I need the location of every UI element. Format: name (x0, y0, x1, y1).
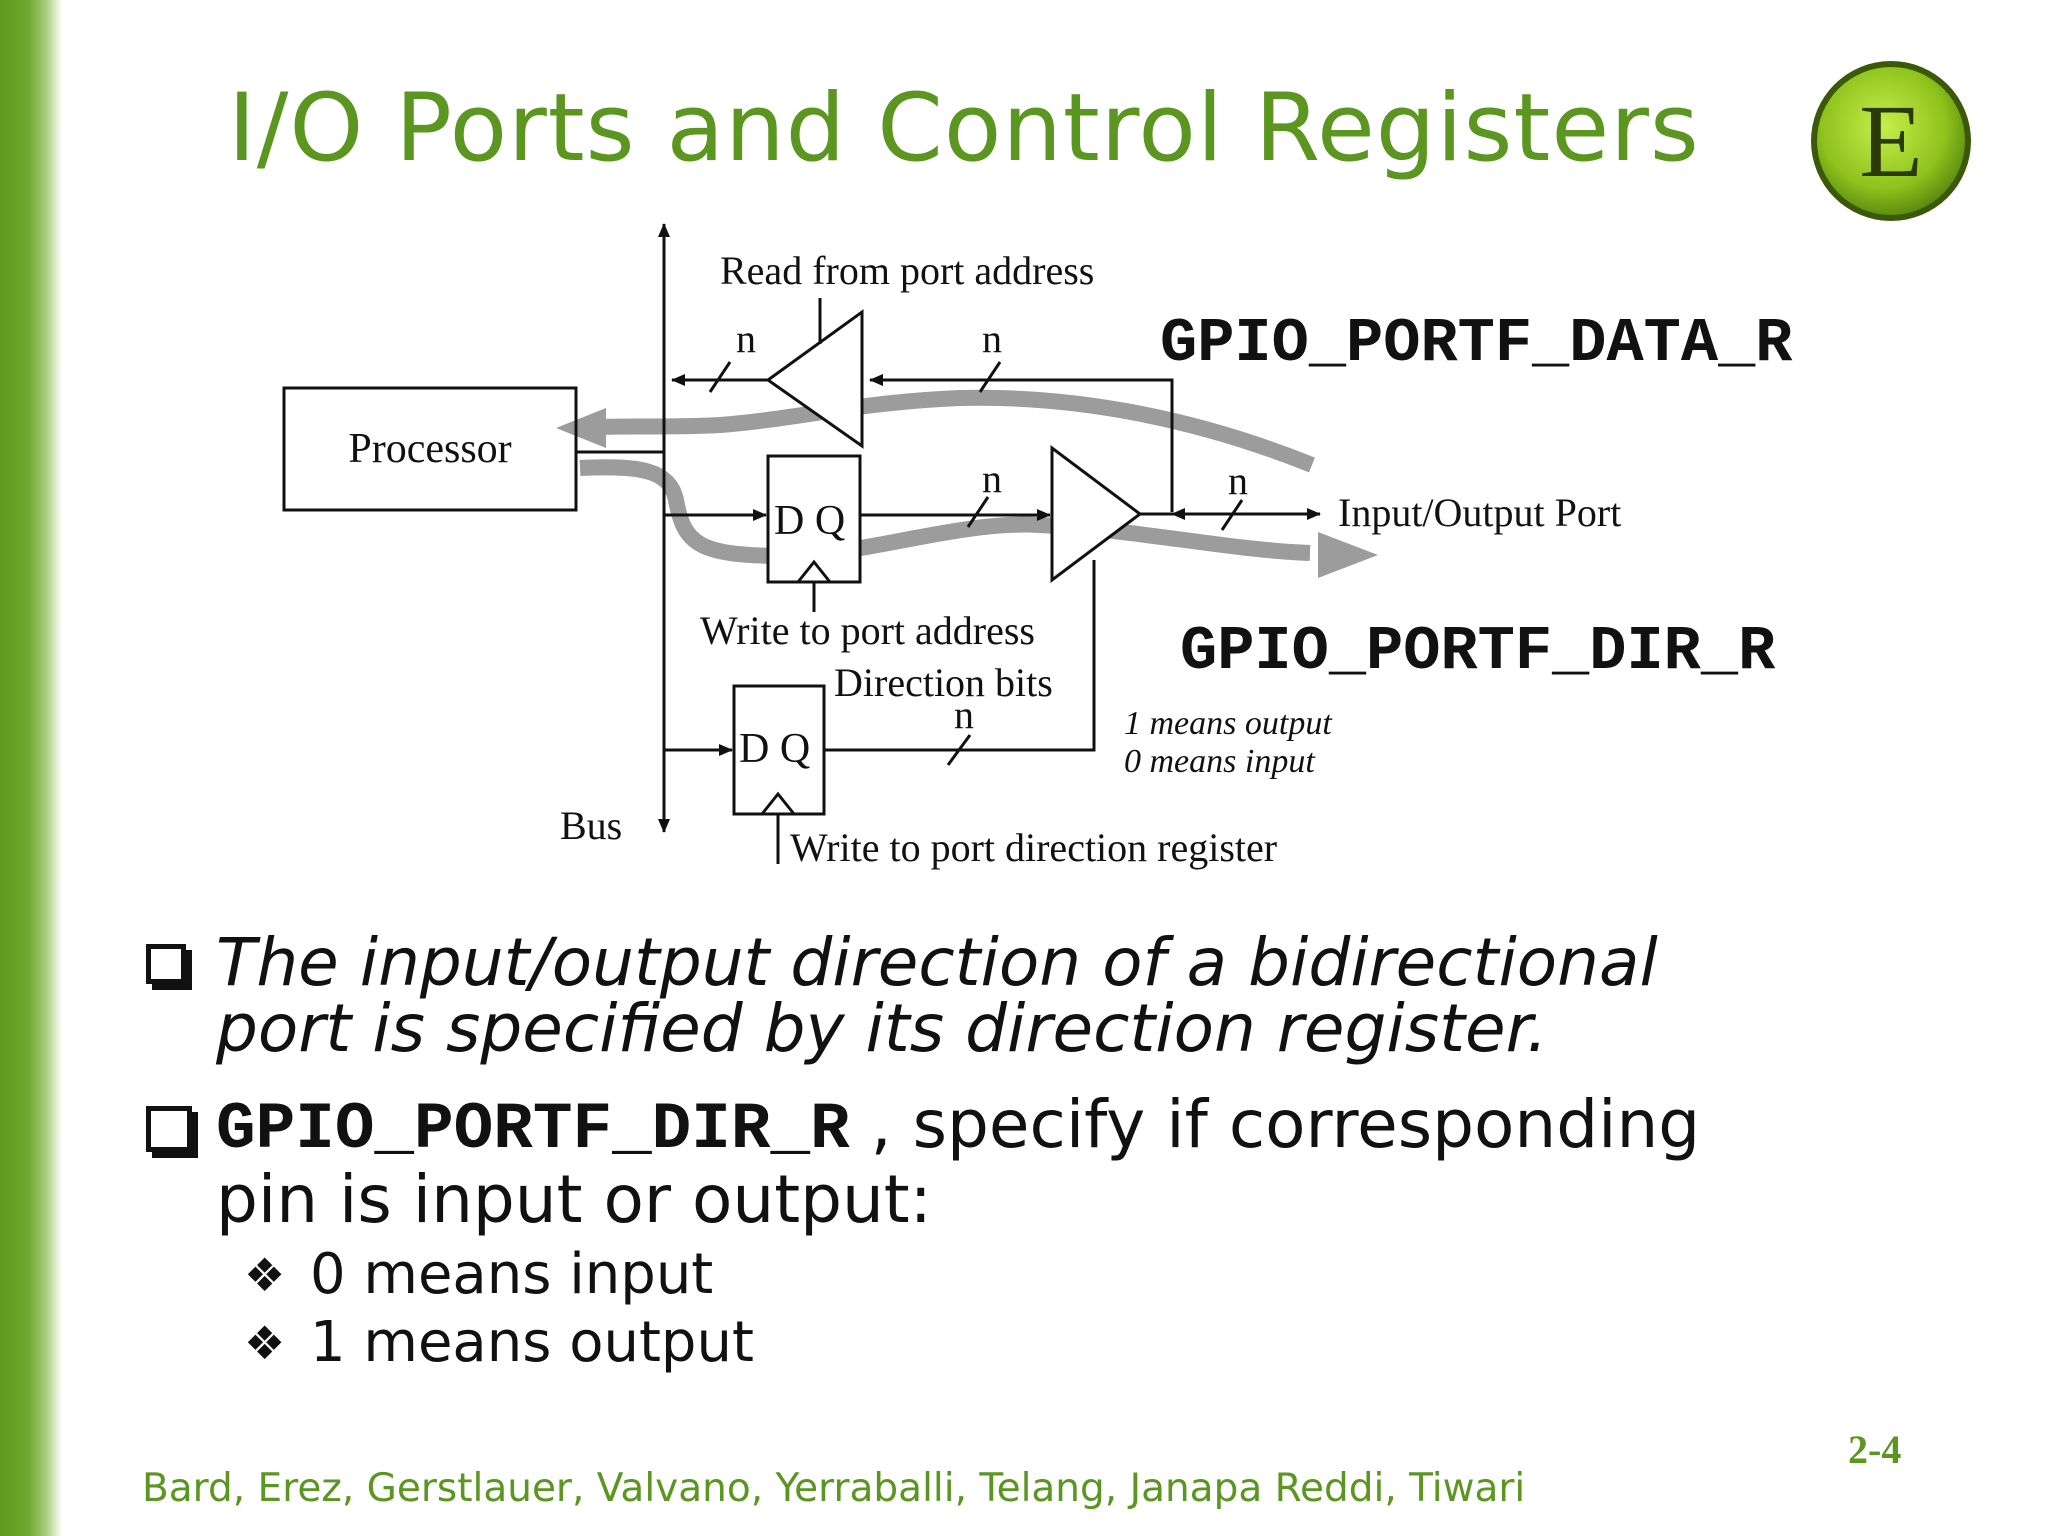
width-label: n (982, 456, 1002, 501)
direction-flipflop (732, 684, 826, 816)
slide-number: 2-4 (1848, 1427, 1902, 1472)
bus-width-tick (946, 734, 972, 766)
read-label: Read from port address (720, 248, 1094, 293)
port-to-read-line (869, 374, 1174, 512)
write-flow-arrowhead (1318, 532, 1378, 578)
bus-width-tick (978, 361, 1002, 393)
io-port-label: Input/Output Port (1338, 490, 1621, 535)
sub-bullet-item: ❖ 1 means output (140, 1309, 2020, 1377)
checkbox-bullet-icon (146, 944, 186, 984)
bullet-list: The input/output direction of a bidirect… (140, 930, 2020, 1377)
direction-register-label: GPIO_PORTF_DIR_R (1180, 616, 1776, 687)
width-label: n (736, 316, 756, 361)
direction-control-line (824, 560, 1096, 752)
write-label: Write to port address (700, 608, 1035, 653)
logo-badge: E (1808, 58, 1974, 224)
bullet-item: GPIO_PORTF_DIR_R , specify if correspond… (140, 1090, 2020, 1235)
read-flow-path (579, 389, 1315, 473)
note-input: 0 means input (1124, 743, 1316, 780)
processor-label: Processor (348, 426, 511, 472)
sub-bullet-text: 0 means input (310, 1242, 714, 1307)
inline-code: GPIO_PORTF_DIR_R (216, 1092, 850, 1167)
footer-authors: Bard, Erez, Gerstlauer, Valvano, Yerraba… (142, 1466, 1526, 1511)
side-accent-bar (0, 0, 62, 1536)
write-dir-label: Write to port direction register (790, 825, 1277, 870)
width-label: n (982, 316, 1002, 361)
dq-label: D Q (739, 726, 810, 772)
bus-width-tick (708, 361, 732, 393)
diamond-bullet-icon: ❖ (244, 1316, 286, 1370)
width-label: n (1228, 458, 1248, 503)
bullet-text: port is specified by its direction regis… (216, 990, 1548, 1067)
bullet-text: pin is input or output: (216, 1161, 932, 1238)
direction-bits-label: Direction bits (834, 660, 1053, 705)
bullet-text: The input/output direction of a bidirect… (216, 924, 1658, 1001)
sub-bullet-item: ❖ 0 means input (140, 1241, 2020, 1309)
bullet-text: , specify if corresponding (849, 1086, 1701, 1163)
logo-e-icon: E (1811, 61, 1971, 221)
processor-box (282, 386, 578, 512)
bus-label: Bus (560, 803, 622, 848)
logo-letter: E (1859, 84, 1923, 199)
dq-label: D Q (774, 498, 845, 544)
diamond-bullet-icon: ❖ (244, 1248, 286, 1302)
write-flow-path (579, 459, 1311, 565)
width-label: n (954, 692, 974, 737)
clock-triangle (760, 791, 796, 815)
clock-triangle (796, 559, 832, 583)
output-buffer (1050, 445, 1143, 583)
sub-bullet-text: 1 means output (310, 1310, 754, 1375)
bullet-item: The input/output direction of a bidirect… (140, 930, 2020, 1062)
read-buffer (765, 309, 864, 449)
read-flow-arrowhead (556, 408, 606, 448)
checkbox-bullet-icon (146, 1106, 192, 1152)
data-register-label: GPIO_PORTF_DATA_R (1160, 308, 1793, 379)
note-output: 1 means output (1124, 705, 1333, 742)
bus-width-tick (1220, 499, 1244, 531)
slide-title: I/O Ports and Control Registers (228, 74, 1700, 183)
bus-width-tick (966, 496, 990, 528)
